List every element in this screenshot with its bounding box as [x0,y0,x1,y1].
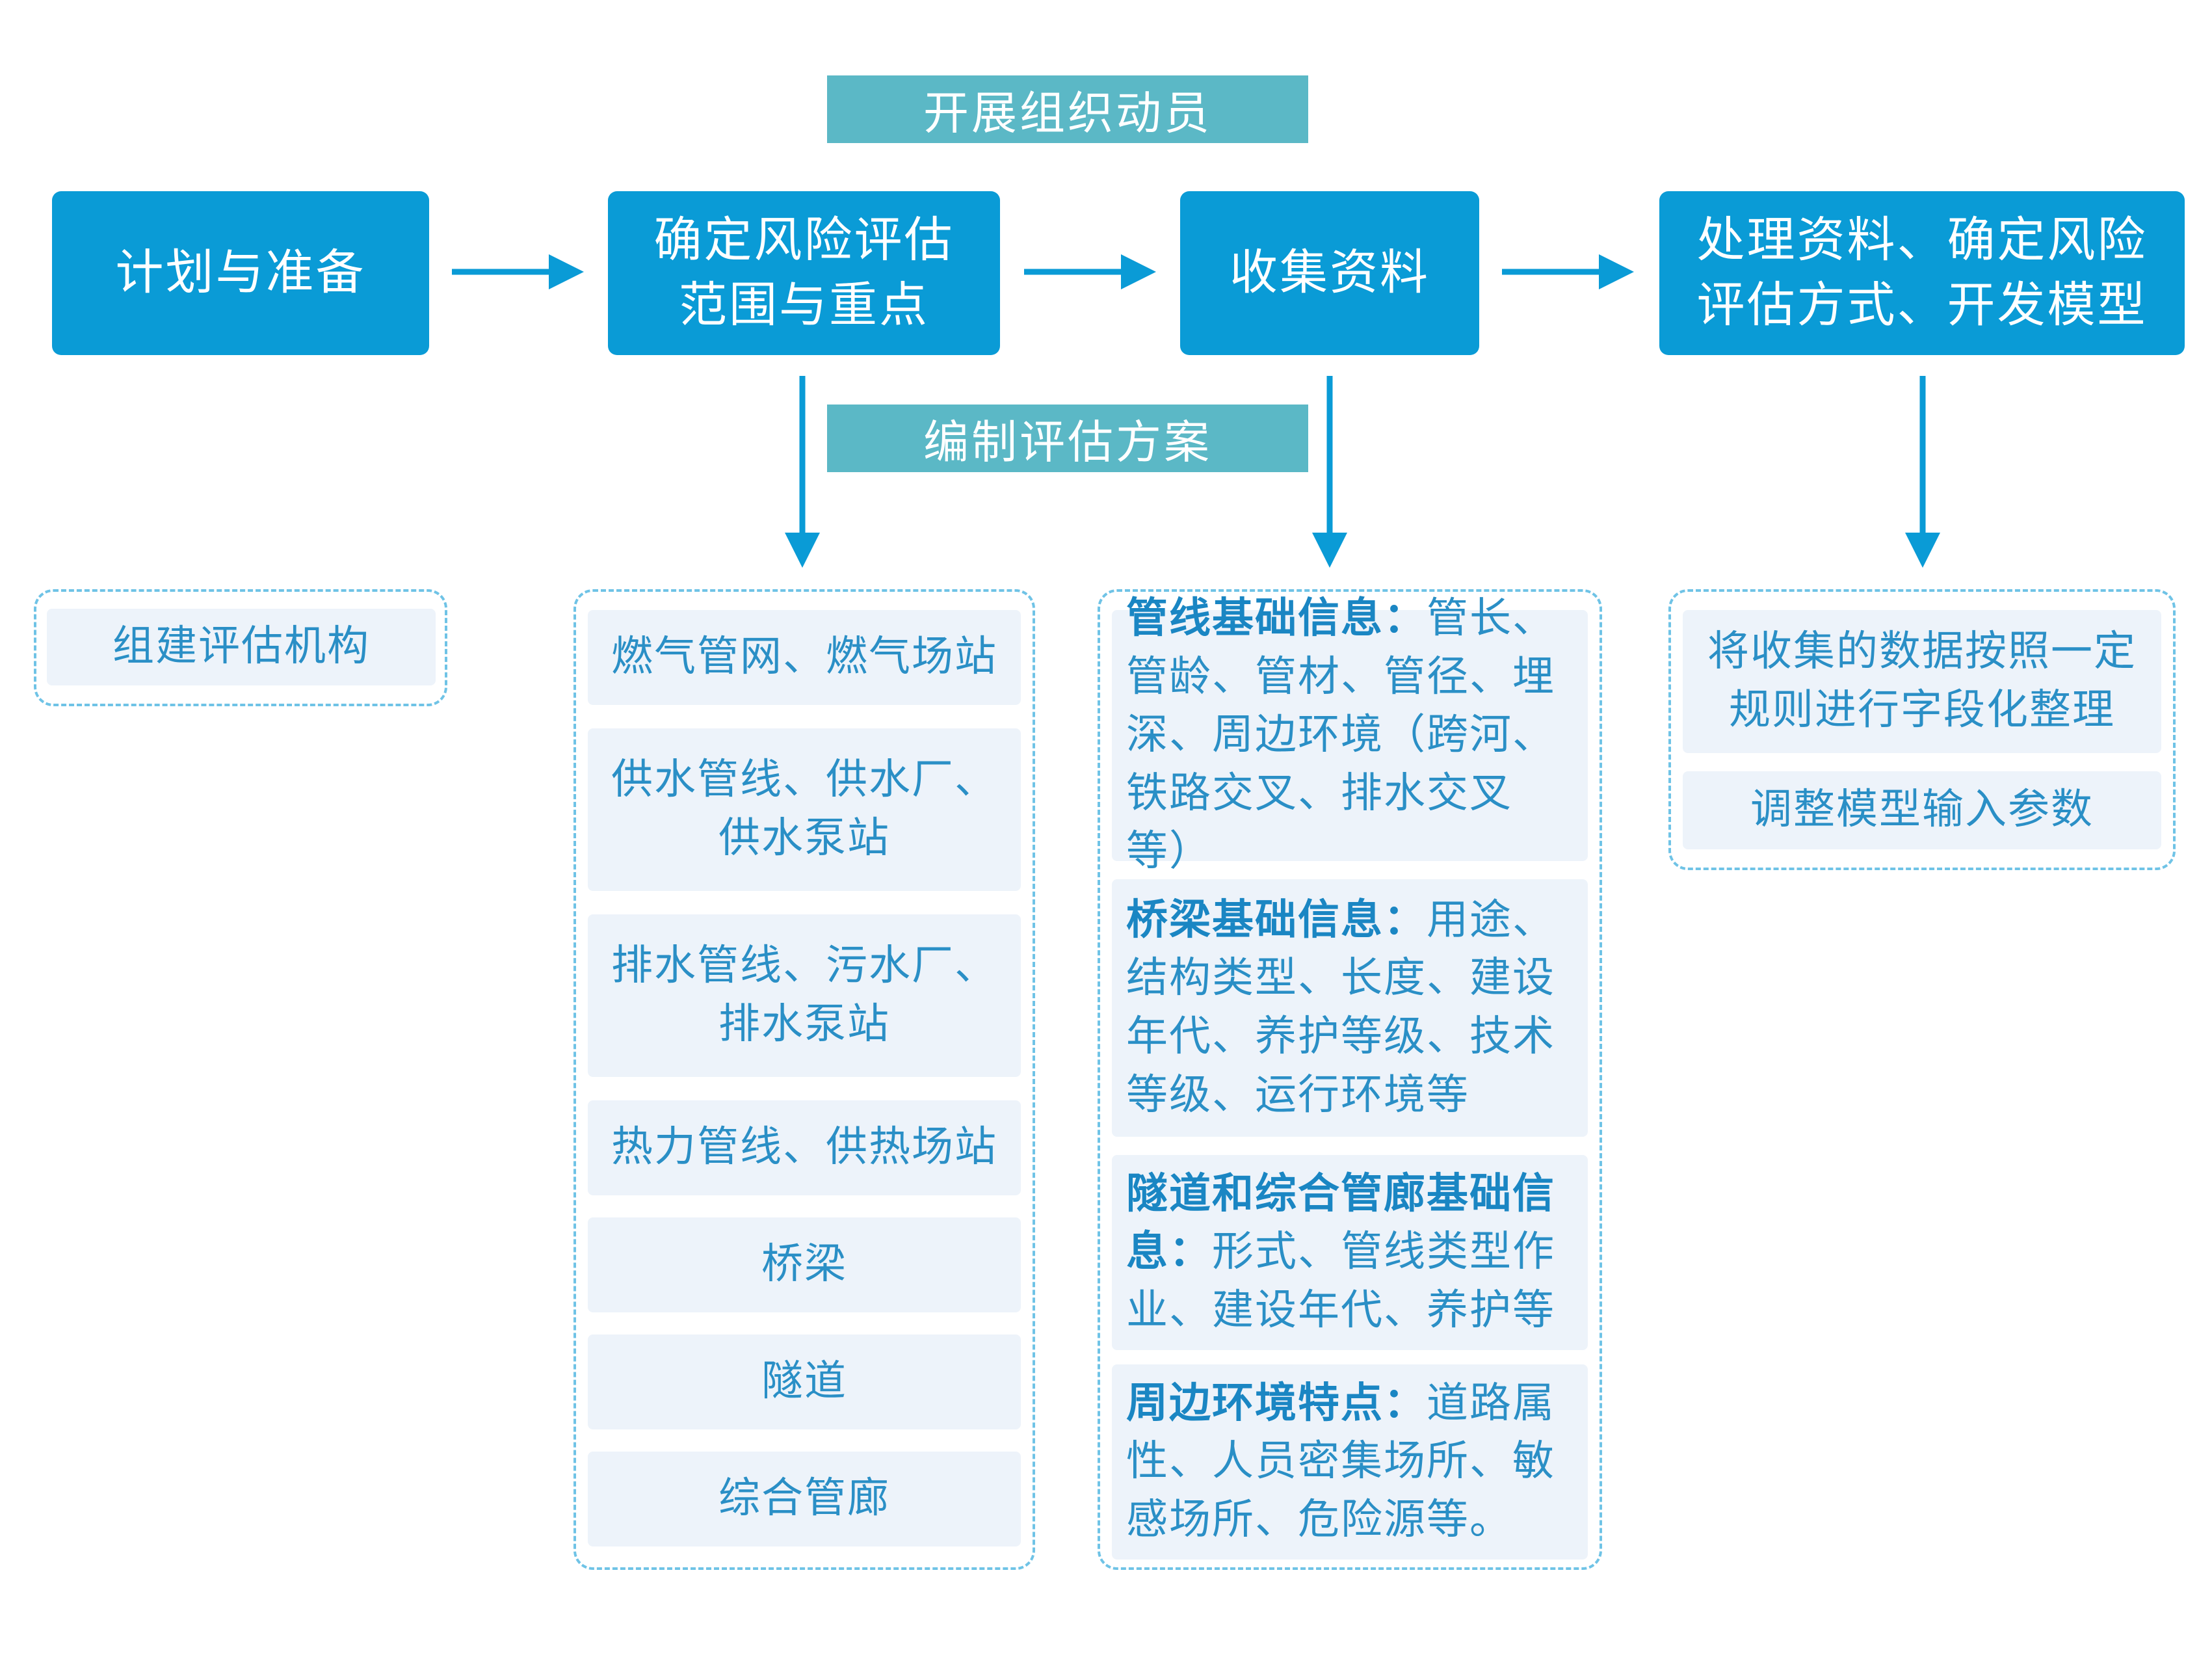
group-data-info [1098,589,1602,1570]
item-adjust-params-label: 调整模型输入参数 [1750,786,2094,834]
step-collect-data: 收集资料 [1180,191,1479,355]
group-organization [34,589,447,706]
group-model-params [1668,589,2176,870]
list-item: 燃气管网、燃气场站 [588,610,1021,705]
item-field-organize-label: 将收集的数据按照一定 规则进行字段化整理 [1707,628,2137,734]
info-tunnel-text: 形式、管线类型作业、建设年代、养护等 [1126,1228,1555,1334]
info-tunnel-title: 隧道和综合管廊基础信息： [1126,1169,1555,1277]
list-item: 隧道 [588,1334,1021,1429]
step-define-scope: 确定风险评估 范围与重点 [608,191,1000,355]
step-process-model: 处理资料、确定风险 评估方式、开发模型 [1659,191,2185,355]
info-pipeline-text: 管长、管龄、管材、管径、埋深、周边环境（跨河、铁路交叉、排水交叉等） [1126,594,1555,876]
list-item-label: 供水管线、供水厂、 供水泵站 [611,756,997,862]
list-item-label: 排水管线、污水厂、 排水泵站 [611,942,997,1048]
list-item-label: 热力管线、供热场站 [611,1123,997,1172]
info-surroundings: 周边环境特点：道路属性、人员密集场所、敏感场所、危险源等。 [1112,1364,1588,1559]
step-plan-prepare: 计划与准备 [52,191,429,355]
banner-plan: 编制评估方案 [827,405,1308,472]
info-bridge: 桥梁基础信息：用途、结构类型、长度、建设年代、养护等级、技术等级、运行环境等 [1112,879,1588,1137]
banner-plan-label: 编制评估方案 [923,415,1212,469]
info-bridge-text: 用途、结构类型、长度、建设年代、养护等级、技术等级、运行环境等 [1126,896,1555,1119]
info-surroundings-text: 道路属性、人员密集场所、敏感场所、危险源等。 [1126,1379,1555,1544]
item-build-agency-label: 组建评估机构 [112,622,370,671]
list-item: 桥梁 [588,1217,1021,1312]
list-item-label: 综合管廊 [718,1474,890,1523]
info-bridge-title: 桥梁基础信息： [1126,896,1427,944]
info-tunnel: 隧道和综合管廊基础信息：形式、管线类型作业、建设年代、养护等 [1112,1155,1588,1350]
list-item: 排水管线、污水厂、 排水泵站 [588,914,1021,1077]
info-pipeline-title: 管线基础信息： [1126,594,1427,643]
item-adjust-params: 调整模型输入参数 [1683,771,2161,849]
step-process-model-label: 处理资料、确定风险 评估方式、开发模型 [1696,212,2148,333]
list-item: 供水管线、供水厂、 供水泵站 [588,728,1021,891]
group-scope-items [573,589,1035,1570]
step-plan-prepare-label: 计划与准备 [115,245,366,301]
list-item: 综合管廊 [588,1452,1021,1546]
list-item: 热力管线、供热场站 [588,1100,1021,1195]
step-define-scope-label: 确定风险评估 范围与重点 [653,212,955,333]
item-build-agency: 组建评估机构 [47,609,436,685]
banner-mobilize: 开展组织动员 [827,75,1308,143]
info-pipeline: 管线基础信息：管长、管龄、管材、管径、埋深、周边环境（跨河、铁路交叉、排水交叉等… [1112,594,1588,875]
list-item-label: 燃气管网、燃气场站 [611,633,997,682]
item-field-organize: 将收集的数据按照一定 规则进行字段化整理 [1683,610,2161,753]
banner-mobilize-label: 开展组织动员 [923,86,1212,140]
step-collect-data-label: 收集资料 [1230,245,1430,301]
list-item-label: 隧道 [761,1357,847,1406]
list-item-label: 桥梁 [761,1240,847,1289]
info-surroundings-title: 周边环境特点： [1126,1379,1427,1427]
